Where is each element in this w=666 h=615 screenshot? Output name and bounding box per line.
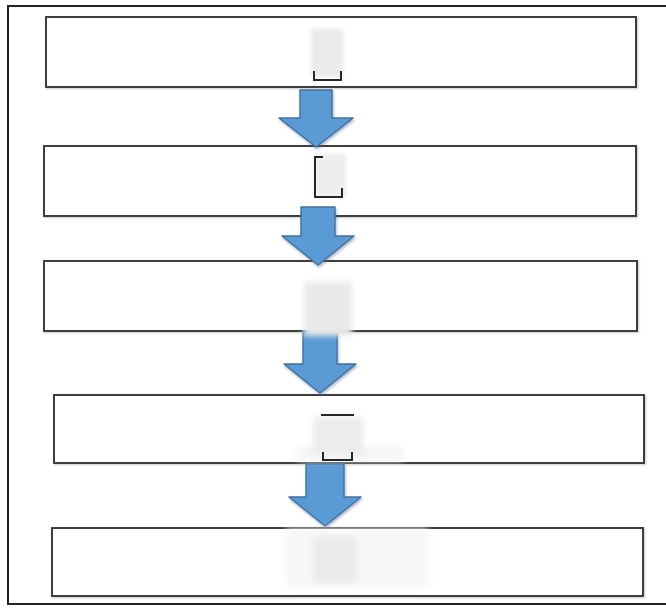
down-arrow-1 [278,89,354,148]
char-remnant-box1-bracket [313,71,342,81]
char-remnant-box4-topline [321,414,354,416]
char-remnant-box2-l-mark [314,156,343,198]
down-arrow-4 [288,463,362,527]
char-remnant-serif [316,156,323,158]
down-arrow-2 [281,206,355,266]
char-remnant-tick [341,188,343,196]
down-arrow-3 [283,330,357,394]
outer-frame [7,5,666,605]
char-remnant-box4-bracket [322,452,353,461]
